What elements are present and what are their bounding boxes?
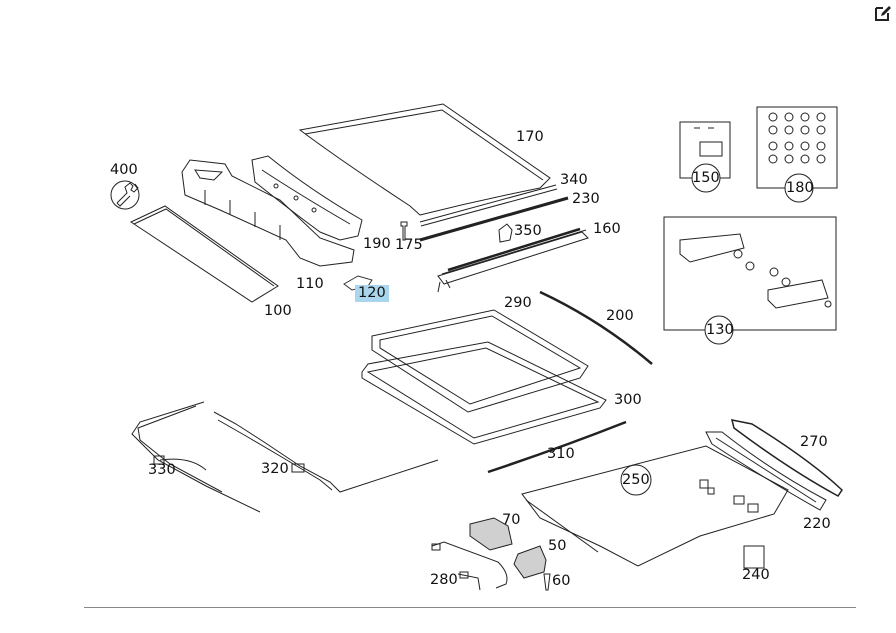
screw-60 [543,573,551,591]
part-label-340[interactable]: 340 [560,172,588,188]
panel-250 [521,445,789,567]
part-label-330[interactable]: 330 [148,462,176,478]
edit-button[interactable] [872,2,894,24]
deflector-100 [129,205,279,303]
grommets-180 [768,112,826,164]
part-label-50[interactable]: 50 [548,538,567,554]
part-label-100[interactable]: 100 [264,303,292,319]
motor-70 [469,517,513,551]
part-label-110[interactable]: 110 [296,276,324,292]
part-label-170[interactable]: 170 [516,129,544,145]
frame-front-110 [181,159,355,267]
rail-160 [437,231,589,285]
part-label-220[interactable]: 220 [803,516,831,532]
strip-340 [419,184,557,223]
seal-300 [361,341,607,445]
part-label-310[interactable]: 310 [547,446,575,462]
part-label-120[interactable]: 120 [355,285,389,302]
tool-circle-400 [110,180,140,210]
part-label-320[interactable]: 320 [261,461,289,477]
strip-310 [487,420,627,474]
bottom-divider [84,607,856,608]
rail-220 [705,431,827,511]
screw-175 [400,221,408,241]
block-240 [743,545,765,569]
part-label-280[interactable]: 280 [430,572,458,588]
glass-panel-170 [298,103,551,216]
part-label-190[interactable]: 190 [363,236,391,252]
rail-270 [730,419,843,497]
part-label-300[interactable]: 300 [614,392,642,408]
motor-50 [513,545,547,579]
cable-320 [213,411,439,493]
part-label-160[interactable]: 160 [593,221,621,237]
part-label-150[interactable]: 150 [692,170,720,186]
part-label-250[interactable]: 250 [622,472,650,488]
mechanism-130-b [767,279,829,309]
part-label-230[interactable]: 230 [572,191,600,207]
strip-230 [419,196,569,242]
part-label-60[interactable]: 60 [552,573,571,589]
bracket-120 [343,275,373,291]
harness-280 [431,541,508,591]
frame-290 [371,309,589,413]
part-label-130[interactable]: 130 [706,322,734,338]
seal-200 [539,290,653,365]
part-label-350[interactable]: 350 [514,223,542,239]
part-label-175[interactable]: 175 [395,237,423,253]
edit-icon [875,6,891,21]
part-label-180[interactable]: 180 [786,180,814,196]
part-label-70[interactable]: 70 [502,512,521,528]
part-label-240[interactable]: 240 [742,567,770,583]
part-label-200[interactable]: 200 [606,308,634,324]
mechanism-130-a [679,233,745,263]
clip-350 [498,223,513,243]
box-130 [663,216,837,331]
part-label-400[interactable]: 400 [110,162,138,178]
part-label-270[interactable]: 270 [800,434,828,450]
cable-330 [131,401,261,513]
part-label-290[interactable]: 290 [504,295,532,311]
